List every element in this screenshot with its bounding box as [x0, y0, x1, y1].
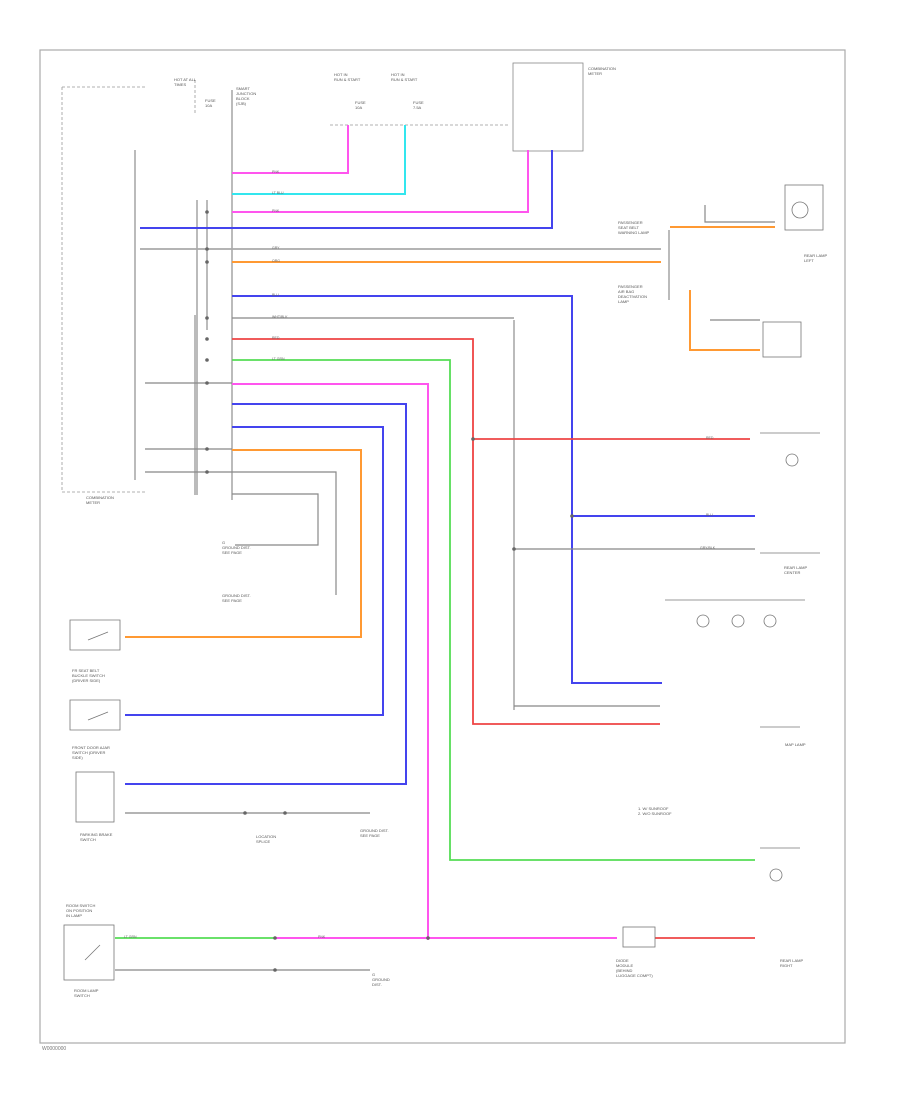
rear-lamp-right-label: REAR LAMP RIGHT [780, 958, 804, 968]
map-lamp-label: MAP LAMP [785, 742, 806, 747]
diode-module-label: DIODE MODULE (BEHIND LUGGAGE COMPT) [616, 958, 653, 978]
wire-pnk-top [232, 125, 617, 940]
wire-label-pnk-2: PNK [272, 209, 280, 213]
parking-brake-label: PARKING BRAKE SWITCH [80, 832, 113, 842]
wire-gry-blk [115, 205, 775, 971]
wire-label-gry-blk-r: GRY/BLK [700, 546, 716, 550]
junction-dots [205, 210, 574, 972]
wire-label-org: ORG [272, 259, 280, 263]
passenger-seat-belt-label: PASSENGER SEAT BELT WARNING LAMP [618, 220, 650, 235]
sjb-outline [194, 80, 510, 126]
fuse-left-label: FUSE 10A [205, 98, 216, 108]
wire-red [232, 338, 755, 939]
fuse-mid-label: FUSE 10A [355, 100, 366, 110]
combination-meter-left-label: COMBINATION METER [86, 495, 114, 505]
wire-label-lt-grn-b: LT GRN [124, 935, 137, 939]
fr-seat-belt-buckle-label: FR SEAT BELT BUCKLE SWITCH (DRIVER SIDE) [72, 668, 105, 683]
wire-label-gry: GRY [272, 246, 280, 250]
wire-label-lt-blu: LT BLU [272, 191, 284, 195]
wire-label-red: RED [272, 336, 280, 340]
hot-in-run-1-label: HOT IN RUN & START [334, 72, 361, 82]
location-splice-label: LOCATION SPLICE [256, 834, 277, 844]
room-lamp-switch-label: ROOM SWITCH ON POSITION IN LAMP [66, 903, 96, 918]
wire-org [125, 226, 775, 638]
notes-label: 1. W/ SUNROOF 2. W/O SUNROOF [638, 806, 672, 816]
front-door-ajar-label: FRONT DOOR AJAR SWITCH (DRIVER SIDE) [72, 745, 110, 760]
ground-ref-3-label: GROUND DIST. SEE PAGE [360, 828, 389, 838]
wire-label-pnk-b: PNK [318, 935, 326, 939]
wire-label-red-r: RED [706, 436, 714, 440]
wire-blu [125, 150, 755, 785]
wire-label-blu: BLU [272, 293, 279, 297]
diagram-frame [39, 49, 846, 1044]
courtesy-switch-label: ROOM LAMP SWITCH [74, 988, 99, 998]
ground-ref-1-label: G GROUND DIST. SEE PAGE [222, 540, 251, 555]
wire-label-pnk-1: PNK [272, 170, 280, 174]
passenger-airbag-label: PASSENGER AIR BAG DEACTIVATION LAMP [618, 284, 647, 304]
combination-meter-top-label: COMBINATION METER [588, 66, 616, 76]
harness-trunks [134, 90, 670, 710]
sjb-label: SMART JUNCTION BLOCK (SJB) [236, 86, 257, 106]
fuse-right-label: FUSE 7.5A [413, 100, 424, 110]
wire-label-wht-blk: WHT/BLK [272, 315, 288, 319]
hot-at-all-times-box [512, 62, 584, 152]
figure-code: W0000000 [42, 1046, 67, 1052]
wire-label-lt-grn: LT GRN [272, 357, 285, 361]
ground-ref-2-label: GROUND DIST. SEE PAGE [222, 593, 251, 603]
rear-lamp-center-label: REAR LAMP CENTER [784, 565, 808, 575]
ground-ref-4-label: G GROUND DIST. [372, 972, 390, 987]
combination-meter-outline [61, 86, 145, 493]
wire-label-blu-r: BLU [706, 513, 713, 517]
rear-lamp-left-label: REAR LAMP LEFT [804, 253, 828, 263]
wire-lt-grn [115, 359, 755, 939]
hot-at-all-times-label: HOT AT ALL TIMES [174, 77, 197, 87]
wire-lt-blu [232, 125, 406, 195]
lamp-symbols [622, 184, 824, 948]
hot-in-run-2-label: HOT IN RUN & START [391, 72, 418, 82]
switch-symbols [63, 619, 121, 981]
